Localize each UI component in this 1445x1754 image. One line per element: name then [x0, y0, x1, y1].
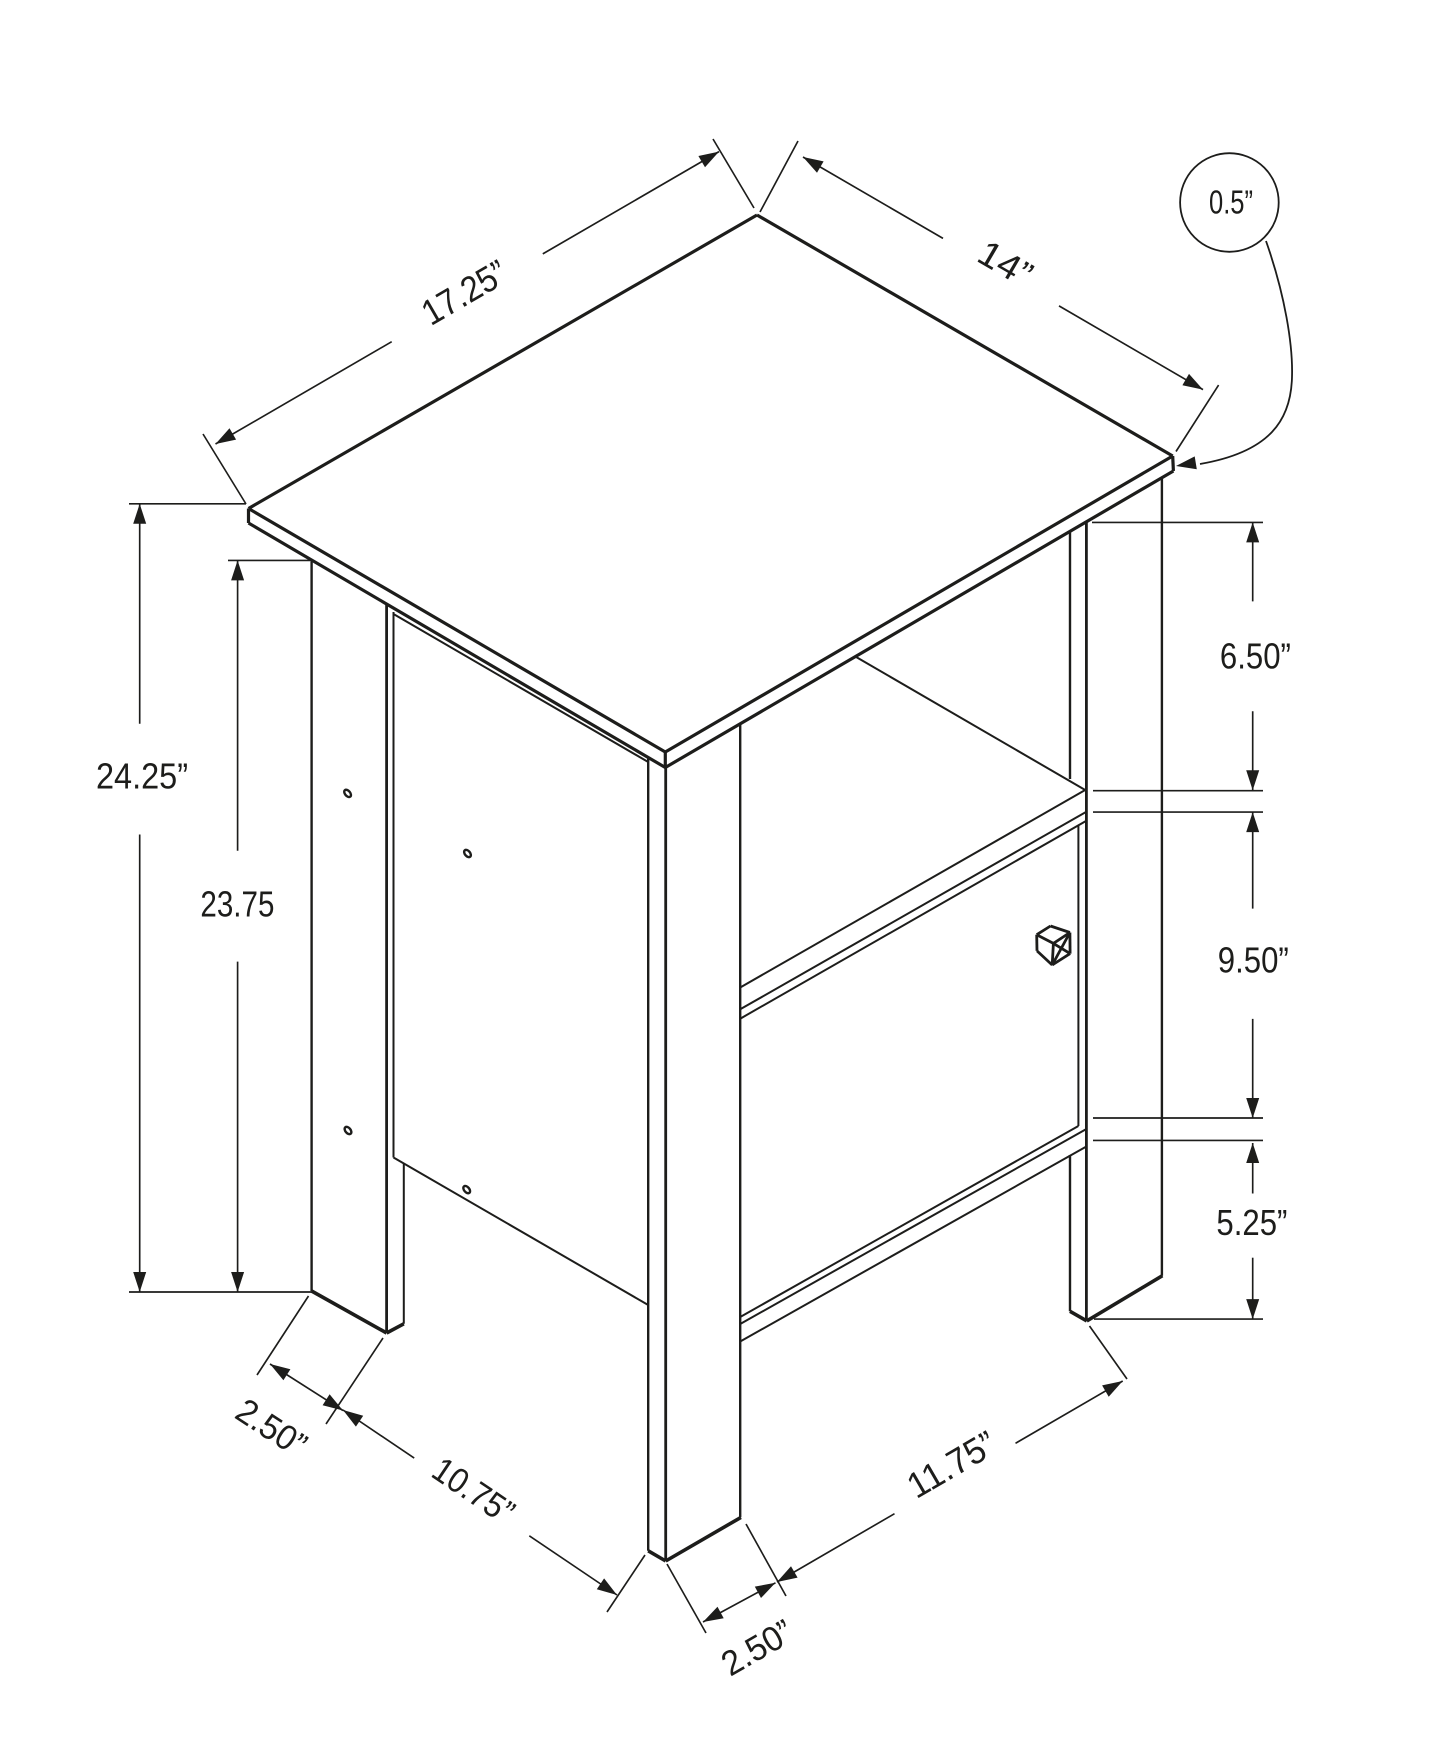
svg-text:9.50”: 9.50” [1218, 940, 1289, 981]
svg-text:0.5”: 0.5” [1209, 184, 1253, 221]
svg-text:5.25”: 5.25” [1216, 1202, 1287, 1243]
svg-text:23.75: 23.75 [200, 884, 274, 925]
svg-text:6.50”: 6.50” [1220, 636, 1291, 677]
svg-text:24.25”: 24.25” [96, 756, 188, 797]
